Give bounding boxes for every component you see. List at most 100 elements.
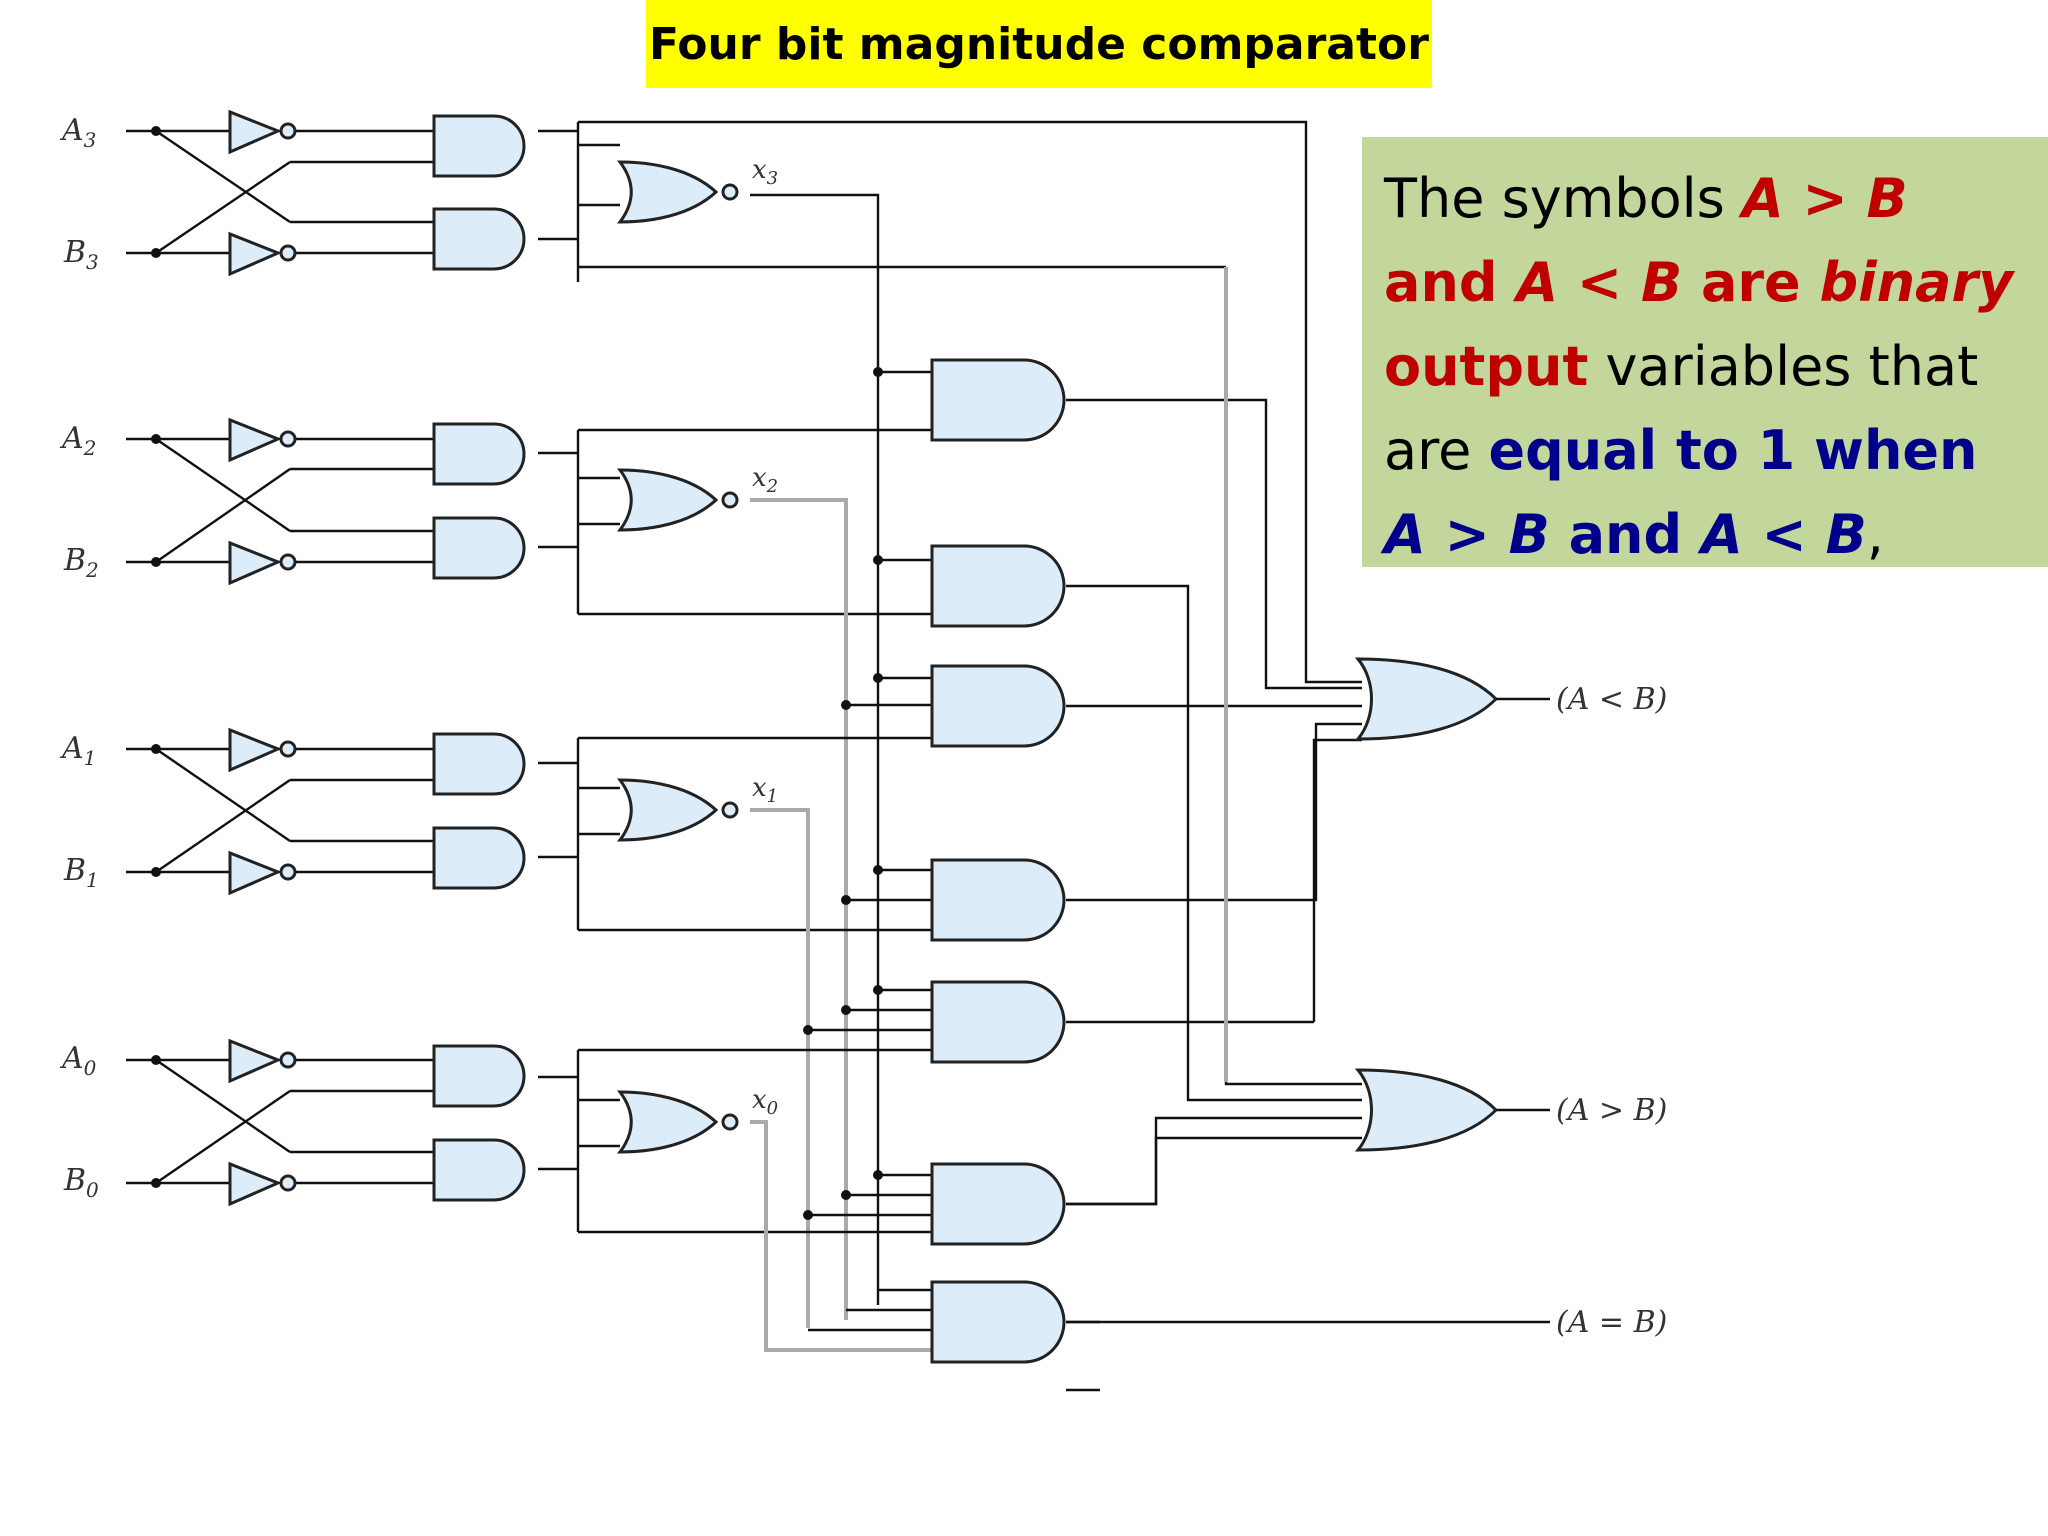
or-gate-gt: [1356, 1068, 1498, 1152]
note-lt-symbol-2: A < B: [1700, 503, 1867, 566]
note-box: The symbols A > B and A < B are binary o…: [1362, 137, 2048, 567]
junction-dot: [151, 126, 161, 136]
junction-dot: [873, 555, 883, 565]
bubble: [279, 863, 297, 881]
input-label-a1: A1: [59, 731, 96, 770]
bubble: [721, 801, 739, 819]
note-output: output: [1384, 335, 1589, 398]
note-comma: ,: [1866, 503, 1884, 566]
and-gate-0b: [432, 1138, 526, 1202]
title-banner: Four bit magnitude comparator: [646, 0, 1432, 88]
and-gate-gt3: [930, 544, 1066, 628]
junction-dot: [873, 673, 883, 683]
junction-dot: [873, 1170, 883, 1180]
junction-dot: [151, 248, 161, 258]
input-label-a3: A3: [59, 113, 96, 152]
and-gate-lt1: [930, 980, 1066, 1064]
output-label-lt: (A < B): [1556, 682, 1667, 717]
not-gate-b2: [228, 540, 282, 586]
junction-dot: [841, 895, 851, 905]
not-gate-a0: [228, 1038, 282, 1084]
nor-gate-x3: [618, 160, 718, 224]
junction-dot: [803, 1025, 813, 1035]
note-gt-symbol-2: A > B: [1384, 503, 1550, 566]
bubble: [721, 491, 739, 509]
not-gate-b3: [228, 231, 282, 277]
output-wiring: [1066, 267, 1550, 1392]
junction-dot: [151, 867, 161, 877]
not-gate-a1: [228, 727, 282, 773]
input-label-b0: B0: [63, 1163, 99, 1202]
not-gate-b0: [228, 1161, 282, 1207]
junction-dot: [151, 744, 161, 754]
input-label-b1: B1: [63, 853, 99, 892]
and-gate-3a: [432, 114, 526, 178]
junction-dot: [151, 1178, 161, 1188]
and-bank: [930, 358, 1066, 1364]
input-label-b3: B3: [63, 235, 99, 274]
bubble: [721, 183, 739, 201]
nor-gate-x2: [618, 468, 718, 532]
and-gate-2a: [432, 422, 526, 486]
label-x3: x3: [752, 155, 778, 189]
bubble: [279, 1051, 297, 1069]
note-text-1: The symbols: [1384, 167, 1742, 230]
junction-dot: [151, 557, 161, 567]
label-x1: x1: [752, 773, 778, 807]
nor-gate-x1: [618, 778, 718, 842]
note-are: are: [1682, 251, 1820, 314]
junction-dot: [841, 1005, 851, 1015]
note-text-2: variables that are: [1384, 335, 1979, 482]
note-lt-symbol: A < B: [1516, 251, 1683, 314]
note-and-1: and: [1384, 251, 1517, 314]
junction-dot: [151, 1055, 161, 1065]
and-gate-1b: [432, 826, 526, 890]
or-gate-lt: [1356, 657, 1498, 741]
and-gate-eq: [930, 1280, 1066, 1364]
bubble: [279, 1174, 297, 1192]
and-gate-3b: [432, 207, 526, 271]
nor-gate-x0: [618, 1090, 718, 1154]
and-gate-2b: [432, 516, 526, 580]
junction-dot: [803, 1210, 813, 1220]
input-label-a0: A0: [59, 1041, 97, 1080]
note-equal-to-1: equal to 1 when: [1488, 419, 1978, 482]
stage-1: A1 B1 x1: [59, 727, 932, 1328]
bubble: [279, 430, 297, 448]
stage-3: A3 B3 x3: [59, 109, 1362, 1305]
bubble: [279, 740, 297, 758]
label-x0: x0: [752, 1085, 778, 1119]
bubble: [721, 1113, 739, 1131]
bubble: [279, 122, 297, 140]
not-gate-a2: [228, 417, 282, 463]
bubble: [279, 244, 297, 262]
note-binary: binary: [1819, 251, 2014, 314]
junction-dot: [873, 985, 883, 995]
and-gate-gt1: [930, 1162, 1066, 1246]
junction-dot: [873, 865, 883, 875]
not-gate-b1: [228, 850, 282, 896]
bubble: [279, 553, 297, 571]
junction-dot: [841, 700, 851, 710]
note-and-2: and: [1549, 503, 1701, 566]
and-gate-lt3: [930, 358, 1066, 442]
page-title: Four bit magnitude comparator: [649, 18, 1429, 70]
input-label-b2: B2: [63, 543, 99, 582]
and-gate-1a: [432, 732, 526, 796]
not-gate-a3: [228, 109, 282, 155]
and-gate-0a: [432, 1044, 526, 1108]
junction-dot: [841, 1190, 851, 1200]
note-gt-symbol: A > B: [1741, 167, 1908, 230]
stage-0: A0 B0 x0: [59, 1038, 932, 1352]
junction-dot: [151, 434, 161, 444]
middle-bus: [803, 367, 932, 1332]
stage-2: A2 B2 x2: [59, 417, 932, 1320]
and-gate-gt2: [930, 858, 1066, 942]
and-gate-lt2: [930, 664, 1066, 748]
label-x2: x2: [752, 463, 778, 497]
input-label-a2: A2: [59, 421, 96, 460]
output-label-eq: (A = B): [1556, 1305, 1667, 1340]
output-label-gt: (A > B): [1556, 1093, 1667, 1128]
junction-dot: [873, 367, 883, 377]
